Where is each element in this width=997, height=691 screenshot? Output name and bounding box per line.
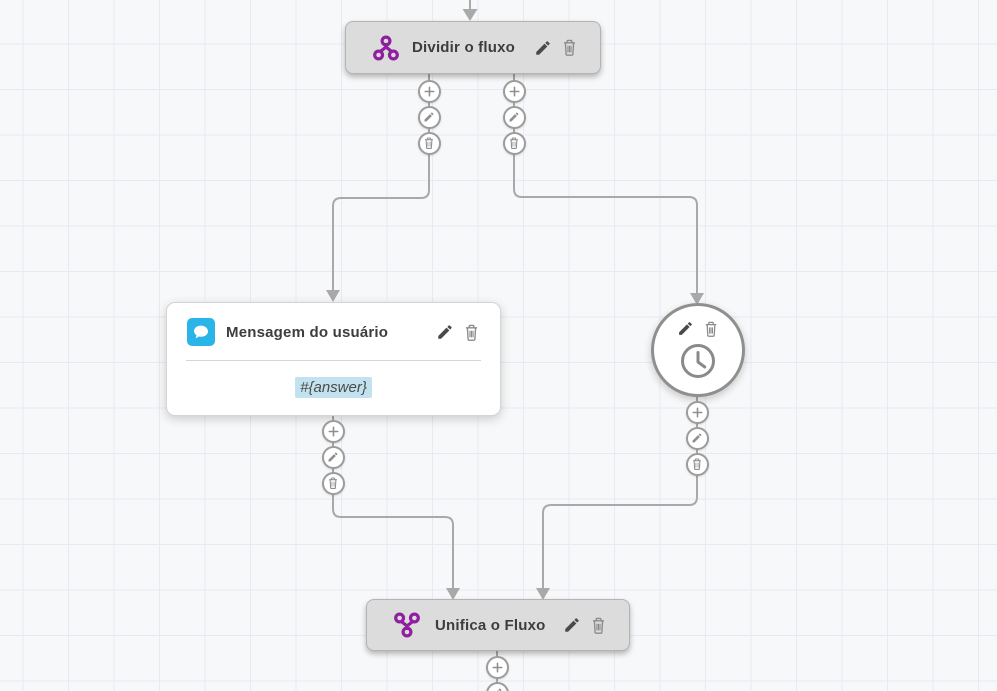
delete-connector-button[interactable] (502, 131, 526, 155)
pencil-icon (536, 40, 550, 55)
edit-connector-button[interactable] (685, 426, 709, 450)
edit-connector-button[interactable] (417, 105, 441, 129)
node-title: Mensagem do usuário (226, 323, 389, 341)
node-user-message[interactable]: Mensagem do usuário (166, 302, 501, 416)
chat-bubble-icon (187, 318, 215, 346)
add-step-button[interactable] (502, 79, 526, 103)
plus-icon (508, 85, 520, 97)
trash-icon (592, 617, 605, 634)
connector-actions-message-out (321, 419, 345, 495)
delete-node-button[interactable] (561, 38, 578, 57)
pencil-icon (438, 325, 452, 339)
edit-connector-button[interactable] (485, 681, 509, 691)
split-flow-icon (372, 34, 400, 62)
trash-icon (693, 458, 701, 470)
pencil-icon (497, 688, 502, 691)
variable-chip[interactable]: #{answer} (295, 377, 372, 399)
connector-actions-merge-out (485, 655, 509, 691)
plus-icon (491, 661, 503, 673)
edit-connector-button[interactable] (321, 445, 345, 469)
pencil-icon (509, 112, 519, 122)
pencil-icon (424, 112, 434, 122)
trash-icon (465, 324, 478, 341)
connector-actions-split-right (502, 79, 526, 155)
add-step-button[interactable] (685, 400, 709, 424)
node-title: Dividir o fluxo (412, 39, 516, 56)
edit-node-button[interactable] (534, 39, 552, 57)
trash-icon (705, 321, 717, 337)
node-split-flow[interactable]: Dividir o fluxo (345, 21, 601, 74)
pencil-icon (328, 452, 338, 462)
add-step-button[interactable] (485, 655, 509, 679)
trash-icon (425, 137, 433, 149)
add-step-button[interactable] (321, 419, 345, 443)
delete-connector-button[interactable] (417, 131, 441, 155)
user-message-body: #{answer} (167, 361, 500, 415)
plus-icon (423, 85, 435, 97)
edit-node-button[interactable] (563, 616, 581, 634)
trash-icon (510, 137, 518, 149)
plus-icon (691, 406, 703, 418)
pencil-icon (692, 433, 702, 443)
delete-connector-button[interactable] (685, 452, 709, 476)
edit-node-button[interactable] (436, 323, 454, 341)
add-step-button[interactable] (417, 79, 441, 103)
plus-icon (327, 425, 339, 437)
card-divider (186, 360, 481, 361)
node-title: Unifica o Fluxo (435, 616, 546, 634)
trash-icon (563, 39, 576, 56)
delete-node-button[interactable] (703, 320, 719, 338)
arrowhead-into-message (326, 290, 340, 302)
arrowhead-into-split (462, 9, 478, 21)
connector-actions-split-left (417, 79, 441, 155)
pencil-icon (679, 322, 692, 335)
wire-message-to-merge (332, 416, 454, 588)
clock-icon (676, 340, 720, 384)
wire-wait-to-merge (542, 397, 698, 588)
delete-node-button[interactable] (590, 616, 607, 635)
delete-node-button[interactable] (463, 323, 480, 342)
node-merge-flow[interactable]: Unifica o Fluxo (366, 599, 630, 651)
wire-split-to-message (332, 74, 430, 290)
connector-actions-wait-out (685, 400, 709, 476)
trash-icon (329, 477, 337, 489)
node-wait[interactable] (651, 303, 745, 397)
delete-connector-button[interactable] (321, 471, 345, 495)
pencil-icon (565, 618, 579, 632)
merge-flow-icon (393, 611, 421, 639)
edit-connector-button[interactable] (502, 105, 526, 129)
edit-node-button[interactable] (677, 320, 694, 338)
wire-split-to-wait (513, 74, 698, 293)
user-message-header: Mensagem do usuário (167, 303, 500, 360)
